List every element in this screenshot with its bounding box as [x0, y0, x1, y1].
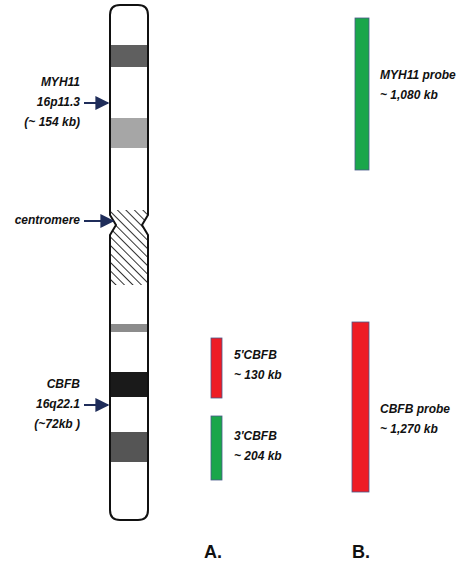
- size-note: ~ 204 kb: [234, 450, 282, 463]
- size-note: ~ 130 kb: [234, 369, 282, 382]
- gene-name: CBFB: [47, 378, 80, 391]
- probe-bar: [355, 18, 369, 170]
- size-note: (~ 154 kb): [24, 116, 80, 129]
- pointer-arrow: [84, 102, 108, 104]
- probe-name: CBFB probe: [380, 403, 450, 416]
- pointer-arrow: [84, 220, 113, 222]
- band-name: 16p11.3: [37, 96, 80, 109]
- probe-bar: [211, 416, 222, 480]
- probe-bar: [211, 338, 222, 398]
- size-note: ~ 1,270 kb: [380, 423, 438, 436]
- probe-name: 5'CBFB: [234, 349, 277, 362]
- probe-bar: [352, 322, 369, 492]
- centromere-label: centromere: [15, 214, 80, 227]
- band-name: 16q22.1: [36, 398, 80, 411]
- size-note: (~72kb ): [34, 418, 80, 431]
- probe-name: MYH11 probe: [380, 69, 456, 82]
- probe-name: 3'CBFB: [234, 430, 277, 443]
- chromosome-outline: [110, 5, 148, 520]
- panel-label: A.: [204, 543, 222, 563]
- panel-label: B.: [352, 543, 370, 563]
- gene-name: MYH11: [41, 76, 80, 89]
- size-note: ~ 1,080 kb: [380, 89, 438, 102]
- pointer-arrow: [84, 404, 108, 406]
- chromosome-bands: [105, 0, 155, 525]
